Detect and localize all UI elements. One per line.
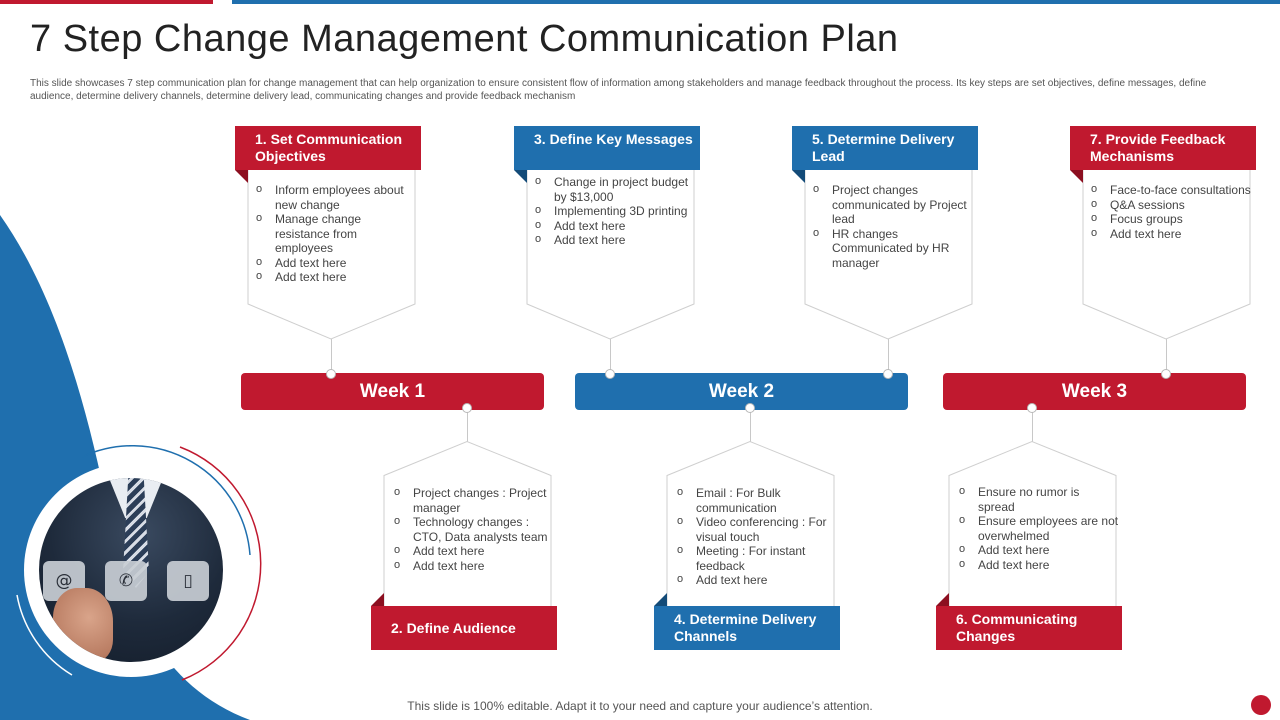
- list-item: Manage change resistance from employees: [256, 211, 416, 256]
- step-card-2: Project changes : Project manager Techno…: [371, 438, 557, 650]
- list-item: HR changes Communicated by HR manager: [813, 226, 973, 271]
- step-1-list: Inform employees about new change Manage…: [256, 182, 416, 285]
- step-2-list: Project changes : Project manager Techno…: [394, 485, 554, 574]
- step-5-list: Project changes communicated by Project …: [813, 182, 973, 271]
- step-3-list: Change in project budget by $13,000 Impl…: [535, 174, 695, 248]
- step-card-3: 3. Define Key Messages Change in project…: [514, 126, 700, 341]
- week-2-bar: Week 2: [575, 373, 908, 410]
- hand: [53, 588, 113, 662]
- list-item: Project changes communicated by Project …: [813, 182, 973, 227]
- connector-line: [1166, 338, 1167, 378]
- week-1-bar: Week 1: [241, 373, 544, 410]
- list-item: Add text here: [256, 269, 416, 285]
- footer-note: This slide is 100% editable. Adapt it to…: [0, 699, 1280, 713]
- list-item: Technology changes : CTO, Data analysts …: [394, 514, 554, 544]
- connector-line: [750, 408, 751, 442]
- list-item: Add text here: [535, 218, 695, 234]
- page-title: 7 Step Change Management Communication P…: [30, 18, 899, 60]
- list-item: Add text here: [256, 255, 416, 271]
- connector-dot: [1161, 369, 1171, 379]
- step-card-7: 7. Provide Feedback Mechanisms Face-to-f…: [1070, 126, 1256, 341]
- footer-text: This slide is 100% editable. Adapt it to…: [407, 699, 873, 713]
- connector-line: [331, 338, 332, 378]
- top-accent-blue: [232, 0, 1280, 4]
- list-item: Implementing 3D printing: [535, 203, 695, 219]
- list-item: Add text here: [394, 543, 554, 559]
- list-item: Add text here: [394, 558, 554, 574]
- connector-line: [610, 338, 611, 378]
- step-card-1: 1. Set Communication Objectives Inform e…: [235, 126, 421, 341]
- list-item: Face-to-face consultations: [1091, 182, 1251, 198]
- step-6-header: 6. Communicating Changes: [936, 606, 1122, 650]
- list-item: Add text here: [535, 232, 695, 248]
- connector-dot: [1027, 403, 1037, 413]
- step-1-header: 1. Set Communication Objectives: [235, 126, 421, 170]
- connector-dot: [462, 403, 472, 413]
- list-item: Ensure no rumor is spread: [959, 484, 1119, 514]
- photo-frame: @ ✆ ▯: [24, 463, 238, 677]
- list-item: Meeting : For instant feedback: [677, 543, 837, 573]
- list-item: Focus groups: [1091, 211, 1251, 227]
- step-2-header: 2. Define Audience: [371, 606, 557, 650]
- connector-line: [888, 338, 889, 378]
- step-7-list: Face-to-face consultations Q&A sessions …: [1091, 182, 1251, 242]
- step-4-header: 4. Determine Delivery Channels: [654, 606, 840, 650]
- businessman-photo: @ ✆ ▯: [39, 478, 223, 662]
- list-item: Change in project budget by $13,000: [535, 174, 695, 204]
- step-card-6: Ensure no rumor is spread Ensure employe…: [936, 438, 1122, 650]
- phone-icon: ✆: [105, 561, 147, 601]
- step-card-5: 5. Determine Delivery Lead Project chang…: [792, 126, 978, 341]
- list-item: Inform employees about new change: [256, 182, 416, 212]
- list-item: Add text here: [1091, 226, 1251, 242]
- top-accent-red: [0, 0, 213, 4]
- list-item: Ensure employees are not overwhelmed: [959, 513, 1119, 543]
- list-item: Q&A sessions: [1091, 197, 1251, 213]
- connector-dot: [326, 369, 336, 379]
- connector-dot: [883, 369, 893, 379]
- list-item: Email : For Bulk communication: [677, 485, 837, 515]
- step-6-list: Ensure no rumor is spread Ensure employe…: [959, 484, 1119, 573]
- connector-line: [1032, 408, 1033, 442]
- list-item: Project changes : Project manager: [394, 485, 554, 515]
- list-item: Video conferencing : For visual touch: [677, 514, 837, 544]
- slide-description: This slide showcases 7 step communicatio…: [30, 78, 1207, 102]
- corner-dot: [1251, 695, 1271, 715]
- step-7-header: 7. Provide Feedback Mechanisms: [1070, 126, 1256, 170]
- step-3-header: 3. Define Key Messages: [514, 126, 700, 170]
- list-item: Add text here: [677, 572, 837, 588]
- step-5-header: 5. Determine Delivery Lead: [792, 126, 978, 170]
- list-item: Add text here: [959, 542, 1119, 558]
- tablet-icon: ▯: [167, 561, 209, 601]
- list-item: Add text here: [959, 557, 1119, 573]
- step-4-list: Email : For Bulk communication Video con…: [677, 485, 837, 588]
- connector-line: [467, 408, 468, 442]
- decorative-ring: [16, 445, 262, 681]
- week-3-bar: Week 3: [943, 373, 1246, 410]
- step-card-4: Email : For Bulk communication Video con…: [654, 438, 840, 650]
- connector-dot: [605, 369, 615, 379]
- connector-dot: [745, 403, 755, 413]
